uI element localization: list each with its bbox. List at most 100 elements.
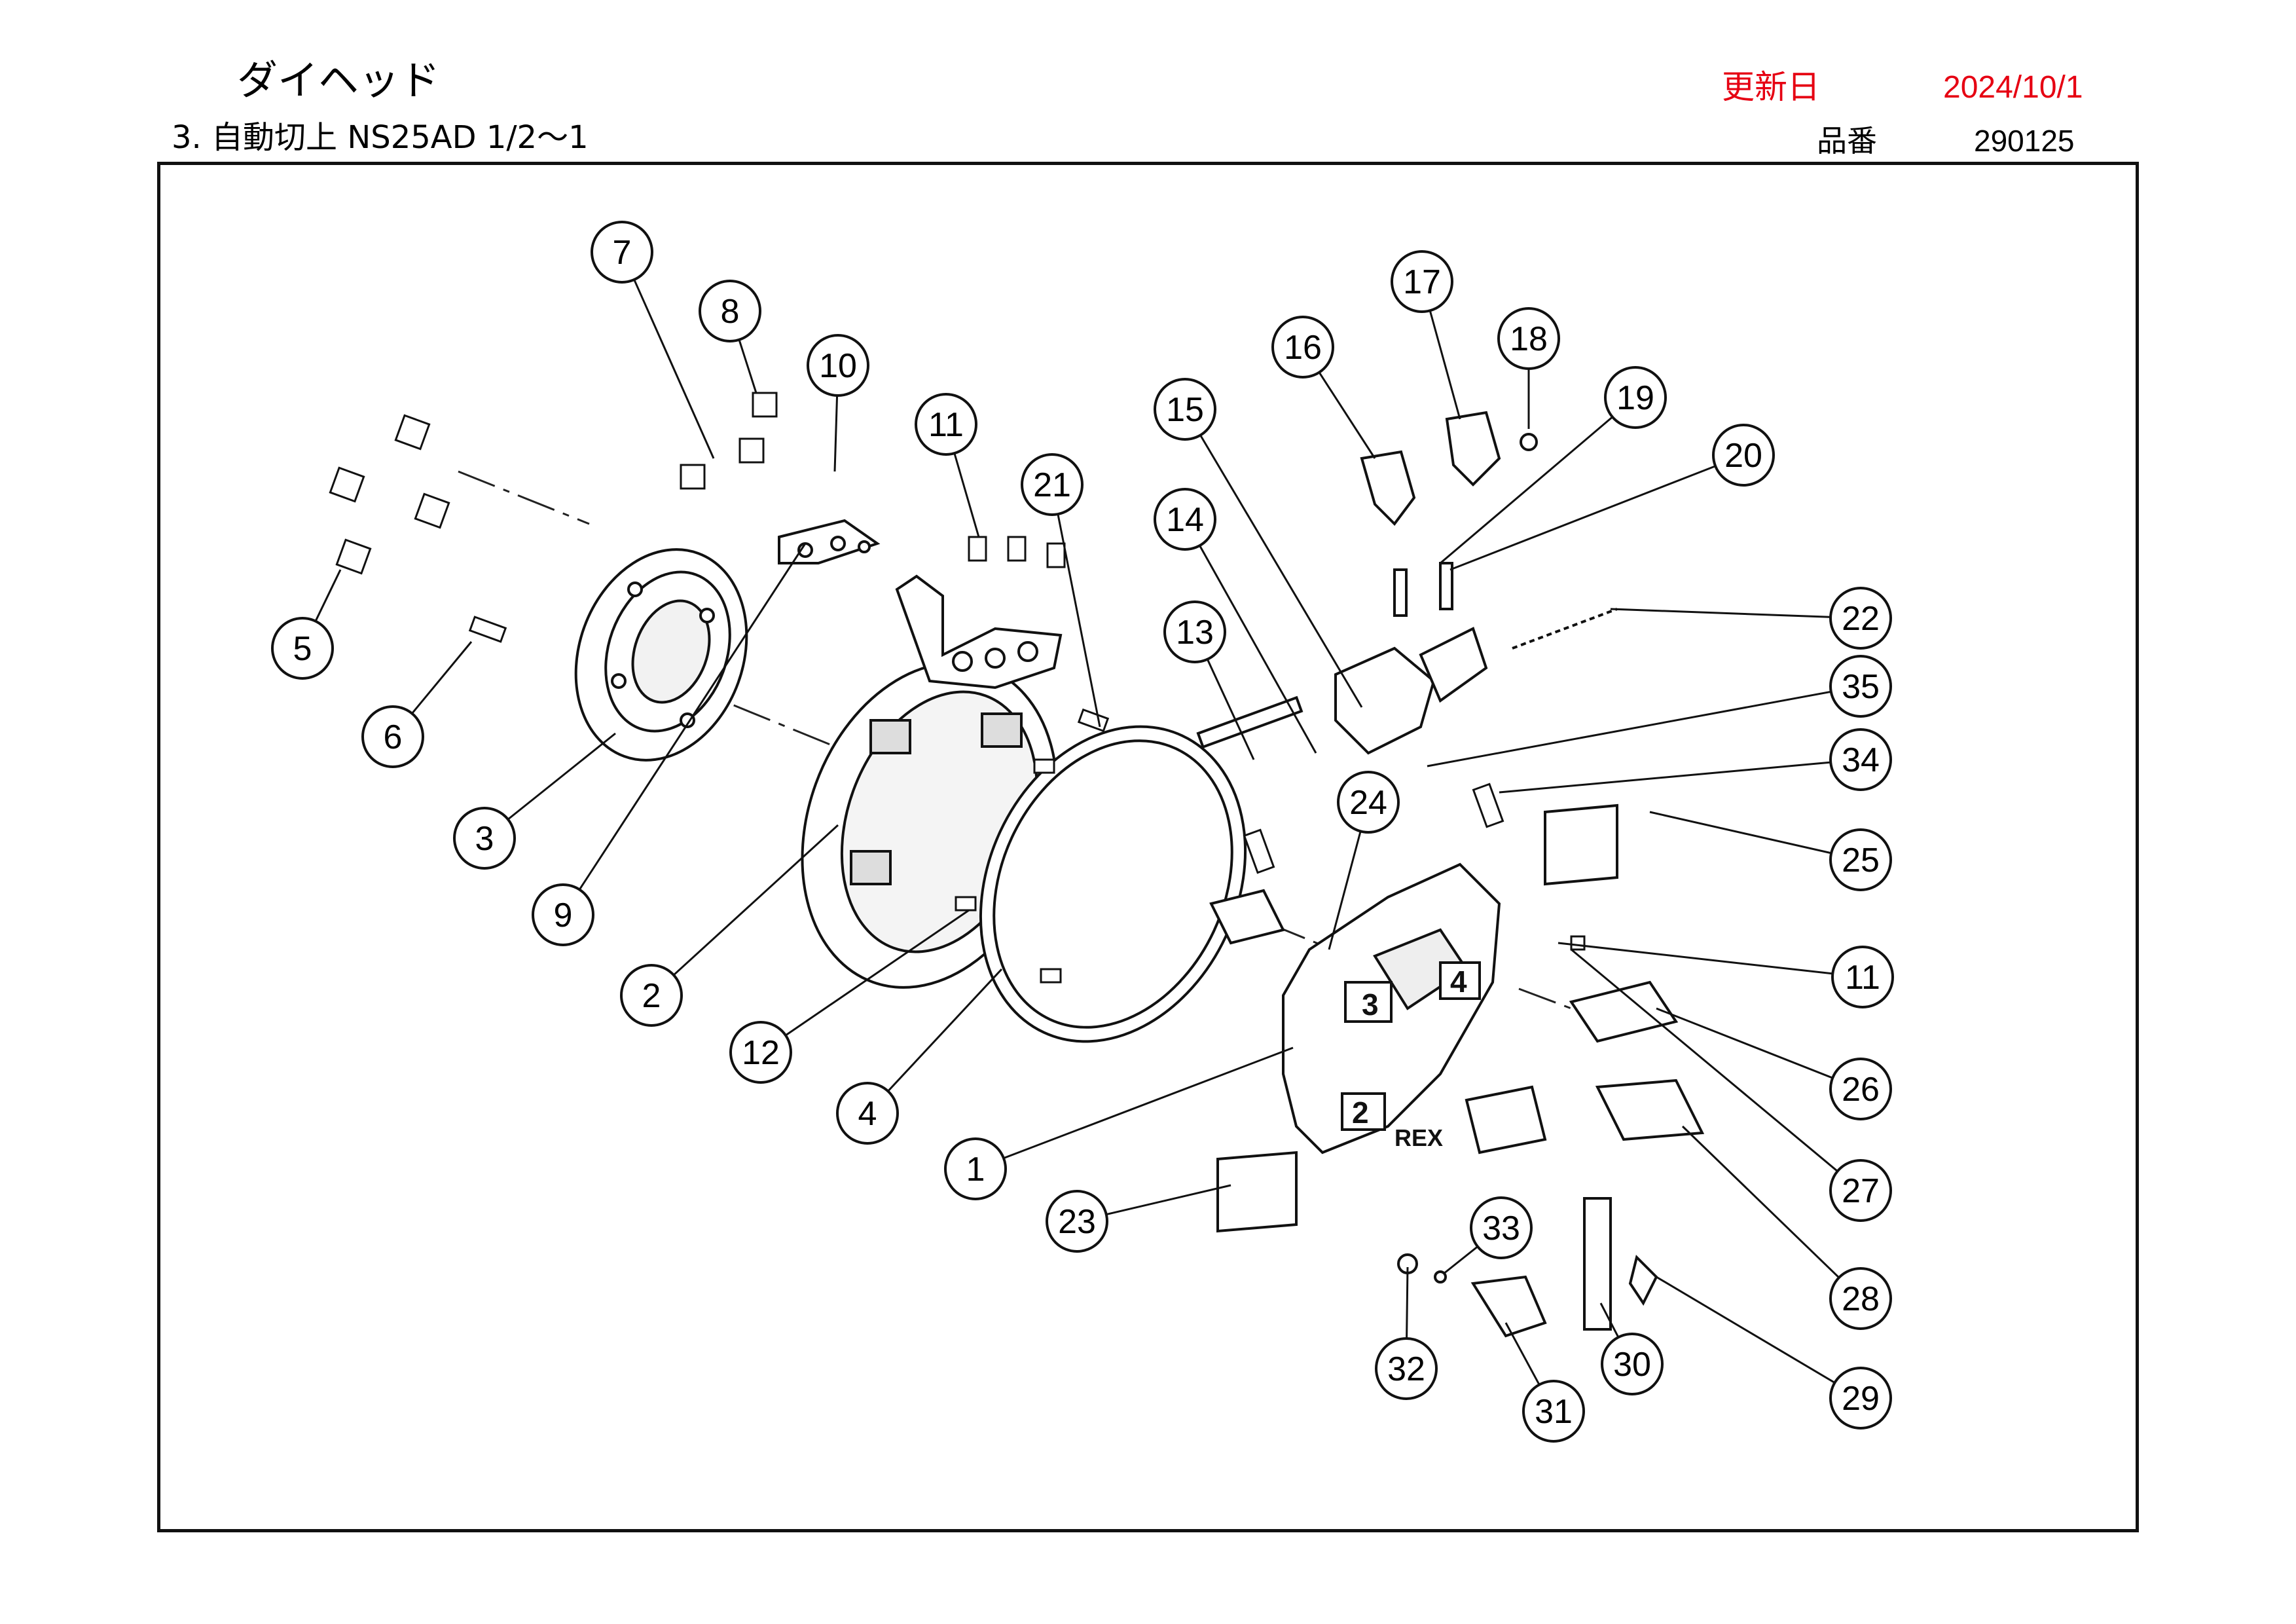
back-plate-part-3 xyxy=(574,548,748,762)
callout-number: 28 xyxy=(1842,1280,1880,1318)
leader-line xyxy=(633,280,715,459)
callout-number: 25 xyxy=(1842,841,1880,879)
callout-number: 13 xyxy=(1176,614,1214,652)
callout-circle xyxy=(1391,250,1453,313)
updated-label: 更新日 xyxy=(1722,68,1820,106)
callout-number: 8 xyxy=(721,293,740,331)
callout-11: 11 xyxy=(1831,946,1894,1008)
callout-circle xyxy=(1601,1333,1664,1395)
callout-1: 1 xyxy=(944,1137,1007,1200)
callout-number: 18 xyxy=(1510,320,1548,358)
callout-number: 22 xyxy=(1842,600,1880,638)
leader-line xyxy=(1106,1184,1231,1215)
callout-circle xyxy=(453,807,516,870)
callout-6: 6 xyxy=(361,705,424,768)
callout-number: 30 xyxy=(1613,1346,1651,1384)
callout-circle xyxy=(944,1137,1007,1200)
callout-number: 34 xyxy=(1842,741,1880,779)
part-number: 290125 xyxy=(1974,124,2075,158)
callout-number: 12 xyxy=(742,1034,780,1072)
callout-number: 21 xyxy=(1033,466,1071,504)
callout-number: 29 xyxy=(1842,1380,1880,1418)
callout-9: 9 xyxy=(532,883,594,946)
callout-number: 31 xyxy=(1535,1393,1573,1431)
leader-line xyxy=(833,396,839,472)
callout-16: 16 xyxy=(1271,316,1334,378)
callout-29: 29 xyxy=(1829,1367,1892,1430)
callout-number: 4 xyxy=(858,1095,877,1133)
cover-plate-part-4 xyxy=(979,725,1247,1043)
callout-circle xyxy=(1604,366,1667,429)
callouts: 1234567891011111213141516171819202122232… xyxy=(271,221,1894,1443)
callout-circle xyxy=(1375,1337,1438,1400)
updated-date: 2024/10/1 xyxy=(1943,70,2083,105)
callout-number: 27 xyxy=(1842,1172,1880,1210)
callout-circle xyxy=(591,221,653,284)
callout-31: 31 xyxy=(1522,1380,1585,1443)
leader-line xyxy=(785,909,970,1036)
callout-15: 15 xyxy=(1154,378,1216,441)
leader-line xyxy=(1656,1276,1835,1384)
diagram-frame xyxy=(157,162,2139,1532)
callout-number: 17 xyxy=(1403,263,1441,301)
callout-circle xyxy=(1337,771,1400,834)
leader-line xyxy=(579,543,807,890)
callout-circle xyxy=(1154,378,1216,441)
callout-8: 8 xyxy=(699,280,761,342)
callout-2: 2 xyxy=(620,964,683,1027)
leader-line xyxy=(1656,1007,1832,1079)
callout-circle xyxy=(1712,424,1775,487)
callout-circle xyxy=(1829,728,1892,791)
callout-25: 25 xyxy=(1829,828,1892,891)
callout-circle xyxy=(1829,587,1892,650)
leader-line xyxy=(1328,832,1362,950)
callout-number: 2 xyxy=(642,977,661,1015)
callout-18: 18 xyxy=(1497,307,1560,370)
callout-5: 5 xyxy=(271,617,334,680)
callout-circle xyxy=(1829,828,1892,891)
leader-line xyxy=(1319,372,1376,459)
leader-line xyxy=(1649,811,1831,855)
leader-line xyxy=(1406,1266,1409,1338)
callout-27: 27 xyxy=(1829,1159,1892,1222)
part-number-label: 品番 xyxy=(1817,123,1877,158)
leader-line xyxy=(507,732,616,820)
leader-line xyxy=(1199,545,1317,754)
leader-line xyxy=(738,340,757,394)
callout-21: 21 xyxy=(1021,453,1084,516)
callout-circle xyxy=(1163,600,1226,663)
callout-number: 33 xyxy=(1482,1209,1520,1247)
callout-7: 7 xyxy=(591,221,653,284)
callout-number: 32 xyxy=(1387,1350,1425,1388)
callout-number: 14 xyxy=(1166,501,1204,539)
leader-line xyxy=(1681,1125,1840,1278)
callout-number: 6 xyxy=(384,718,403,756)
callout-17: 17 xyxy=(1391,250,1453,313)
callout-3: 3 xyxy=(453,807,516,870)
leader-line xyxy=(1440,416,1613,564)
callout-circle xyxy=(1829,1267,1892,1330)
svg-text:3: 3 xyxy=(1362,987,1379,1022)
callout-19: 19 xyxy=(1604,366,1667,429)
callout-circle xyxy=(1470,1196,1533,1259)
callout-circle xyxy=(807,334,869,397)
leader-line xyxy=(1558,942,1832,975)
callout-number: 16 xyxy=(1284,329,1322,367)
callout-circle xyxy=(915,393,977,456)
leader-line xyxy=(1004,1046,1294,1159)
callout-number: 15 xyxy=(1166,391,1204,429)
leader-line xyxy=(1571,948,1838,1172)
callout-35: 35 xyxy=(1829,655,1892,718)
callout-32: 32 xyxy=(1375,1337,1438,1400)
page-subtitle: 3. 自動切上 NS25AD 1/2～1 xyxy=(172,119,589,156)
leader-line xyxy=(1499,761,1831,794)
svg-text:REX: REX xyxy=(1394,1124,1443,1151)
callout-circle xyxy=(1497,307,1560,370)
callout-circle xyxy=(1829,1367,1892,1430)
die-parts xyxy=(1209,803,1618,1233)
callout-33: 33 xyxy=(1470,1196,1533,1259)
callout-number: 11 xyxy=(928,406,964,444)
svg-text:2: 2 xyxy=(1352,1096,1369,1130)
callout-13: 13 xyxy=(1163,600,1226,663)
